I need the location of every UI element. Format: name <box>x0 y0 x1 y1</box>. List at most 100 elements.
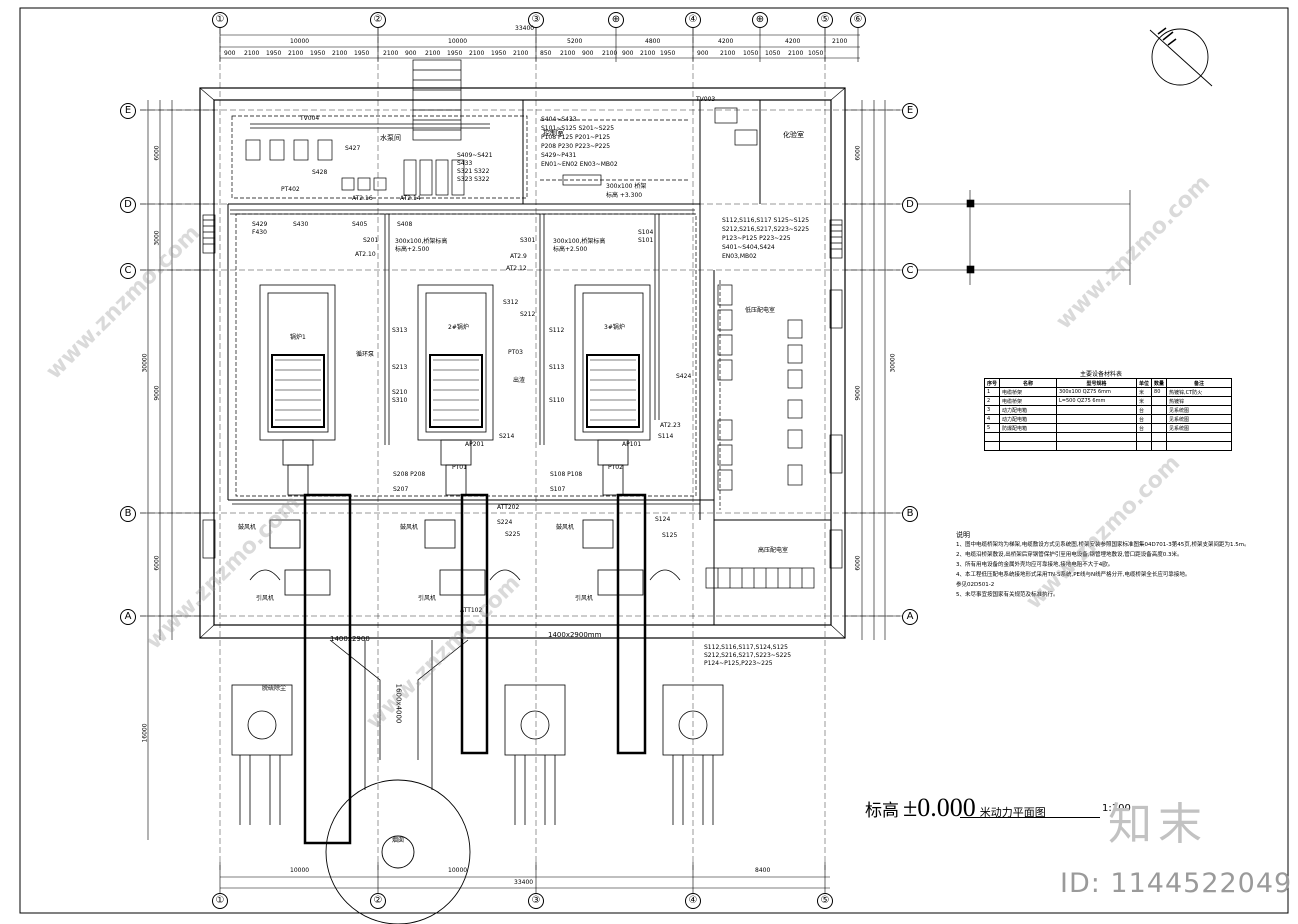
dim-top-detail-18: 2100 <box>602 50 618 57</box>
legend-cell <box>1151 405 1168 415</box>
dim-top-detail-21: 1950 <box>660 50 676 57</box>
table-row: 2 电缆桥架 L=500 QZ75 6mm 米 热镀锌 <box>983 396 1233 406</box>
tag-t21: 标高+2.500 <box>553 246 588 253</box>
tag-s25: S110 <box>549 397 565 404</box>
tag-s28: S113 <box>549 364 565 371</box>
tag-t10: S433 <box>457 160 473 167</box>
tag-t20: 300x100,桥架标高 <box>553 238 606 245</box>
axis-bubble-col-3: ③ <box>528 12 544 28</box>
tag-s2: S428 <box>312 169 328 176</box>
tag-s24: S210 <box>392 389 408 396</box>
tag-pt3: PT03 <box>508 349 523 356</box>
legend-cell <box>1056 423 1138 433</box>
table-row: 5 防爆配电箱 台 见系统图 <box>983 423 1233 433</box>
tag-t9: S409~S421 <box>457 152 493 159</box>
note-item: 2、电缆沿桥架敷设,出桥架后穿钢管保护引至用电设备,钢管埋地敷设,管口距设备高度… <box>956 552 1183 558</box>
tag-s17: S208 P208 <box>393 471 426 478</box>
legend-cell: 5 <box>983 423 1001 433</box>
dim-right-span-2: 9000 <box>854 385 862 401</box>
legend-cell <box>1056 414 1138 424</box>
axis-bubble-col-2-bottom: ② <box>370 893 386 909</box>
axis-bubble-row-a-right: A <box>902 609 918 625</box>
cable-trays <box>230 123 700 505</box>
desulfurizers <box>231 684 724 825</box>
tag-ap9: AT2.14 <box>400 195 421 202</box>
axis-bubble-col-5-bottom: ⑤ <box>817 893 833 909</box>
tag-t19: 标高+2.500 <box>395 246 430 253</box>
dim-top-detail-9: 900 <box>405 50 417 57</box>
axis-bubble-col-3-bottom: ③ <box>528 893 544 909</box>
tag-ap4: ATT202 <box>497 504 520 511</box>
tag-s11: S104 <box>638 229 654 236</box>
dim-right-span-3: 6000 <box>854 555 862 571</box>
legend-cell: 台 <box>1136 414 1153 424</box>
legend-cell: 1 <box>983 387 1001 397</box>
interior-walls <box>227 100 831 625</box>
table-row: 4 动力配电箱 台 见系统图 <box>983 414 1233 424</box>
dim-top-span-2: 10000 <box>448 38 468 45</box>
tag-t3: P108 P125 P201~P125 <box>541 134 611 141</box>
sheet-border <box>19 7 1289 914</box>
legend-cell <box>1151 423 1168 433</box>
dim-top-detail-14: 2100 <box>513 50 529 57</box>
tag-fan: TV004 <box>300 115 320 122</box>
table-row <box>983 432 1233 442</box>
room-induced-1: 引风机 <box>256 595 275 602</box>
tag-s27: S213 <box>392 364 408 371</box>
north-arrow <box>1149 27 1213 87</box>
dim-top-detail-27: 1050 <box>808 50 824 57</box>
tag-t13: S112,S116,S117 S125~S125 <box>722 217 810 224</box>
dim-top-span-4: 4800 <box>645 38 661 45</box>
tag-s15: S124 <box>655 516 671 523</box>
dim-top-detail-26: 2100 <box>788 50 804 57</box>
note-item: 5、未尽事宜按国家有关规范及标准执行。 <box>956 592 1059 598</box>
dim-top-detail-5: 1950 <box>310 50 326 57</box>
dim-right-total: 30000 <box>889 353 897 373</box>
tag-t5: S429~P431 <box>541 152 577 159</box>
axis-bubble-col-4b: ⊕ <box>752 12 768 28</box>
chimney <box>325 639 471 924</box>
legend-header-cell: 序号 <box>983 378 1001 388</box>
dim-left-span-1: 6000 <box>153 145 161 161</box>
drawing-title: 标高 ±0.000 米动力平面图 <box>865 793 1046 823</box>
table-row: 1 电缆桥架 300x100 QZ75 6mm 米 80 热镀锌,CT防火 <box>983 387 1233 397</box>
dim-top-detail-8: 2100 <box>383 50 399 57</box>
room-chimney: 烟囱 <box>392 837 405 844</box>
tag-t7: 300x100 桥架 <box>606 183 647 190</box>
legend-cell: 动力配电箱 <box>999 414 1058 424</box>
tag-ap6: AT2.12 <box>506 265 527 272</box>
axis-bubble-row-c-right: C <box>902 263 918 279</box>
dim-bottom-total: 33400 <box>514 879 534 886</box>
notes-heading: 说明 <box>956 531 970 539</box>
dim-top-span-5: 4200 <box>718 38 734 45</box>
tag-s4: S430 <box>293 221 309 228</box>
tag-s21: S114 <box>658 433 674 440</box>
room-fan-3: 鼓风机 <box>556 524 575 531</box>
dim-top-span-7: 2100 <box>832 38 848 45</box>
axis-bubble-row-e-right: E <box>902 103 918 119</box>
dim-top-detail-22: 900 <box>697 50 709 57</box>
note-std-ref: 参见02D501-2 <box>956 582 995 588</box>
dim-top-detail-20: 2100 <box>640 50 656 57</box>
legend-cell: 4 <box>983 414 1001 424</box>
axis-bubble-row-c-left: C <box>120 263 136 279</box>
design-notes: 说明 1、图中电缆桥架均为梯架,电缆敷设方式见系统图,桥架安装参照国家标准图集0… <box>956 530 1276 600</box>
tag-t4: P208 P230 P223~P225 <box>541 143 611 150</box>
tag-s8: S201 <box>363 237 379 244</box>
flue-ducts <box>303 493 647 845</box>
tag-s16: S125 <box>662 532 678 539</box>
legend-cell: 2 <box>983 396 1001 406</box>
legend-header-cell: 型号规格 <box>1056 378 1138 388</box>
room-lv: 低压配电室 <box>745 307 776 314</box>
watermark-logo: 知末 <box>1108 799 1208 850</box>
room-boiler-1: 锅炉1 <box>290 334 306 341</box>
legend-cell <box>1056 405 1138 415</box>
legend-cell: 电缆桥架 <box>999 396 1058 406</box>
legend-cell: 动力配电箱 <box>999 405 1058 415</box>
tag-s29: S312 <box>503 299 519 306</box>
axis-bubble-col-4: ④ <box>685 12 701 28</box>
room-lab: 化验室 <box>783 131 804 139</box>
note-item: 4、本工程低压配电系统接地形式采用TN-S系统,PE线与N线严格分开,电缆桥架全… <box>956 572 1191 578</box>
tag-s7: S405 <box>352 221 368 228</box>
room-boiler-2: 2#锅炉 <box>448 324 469 331</box>
